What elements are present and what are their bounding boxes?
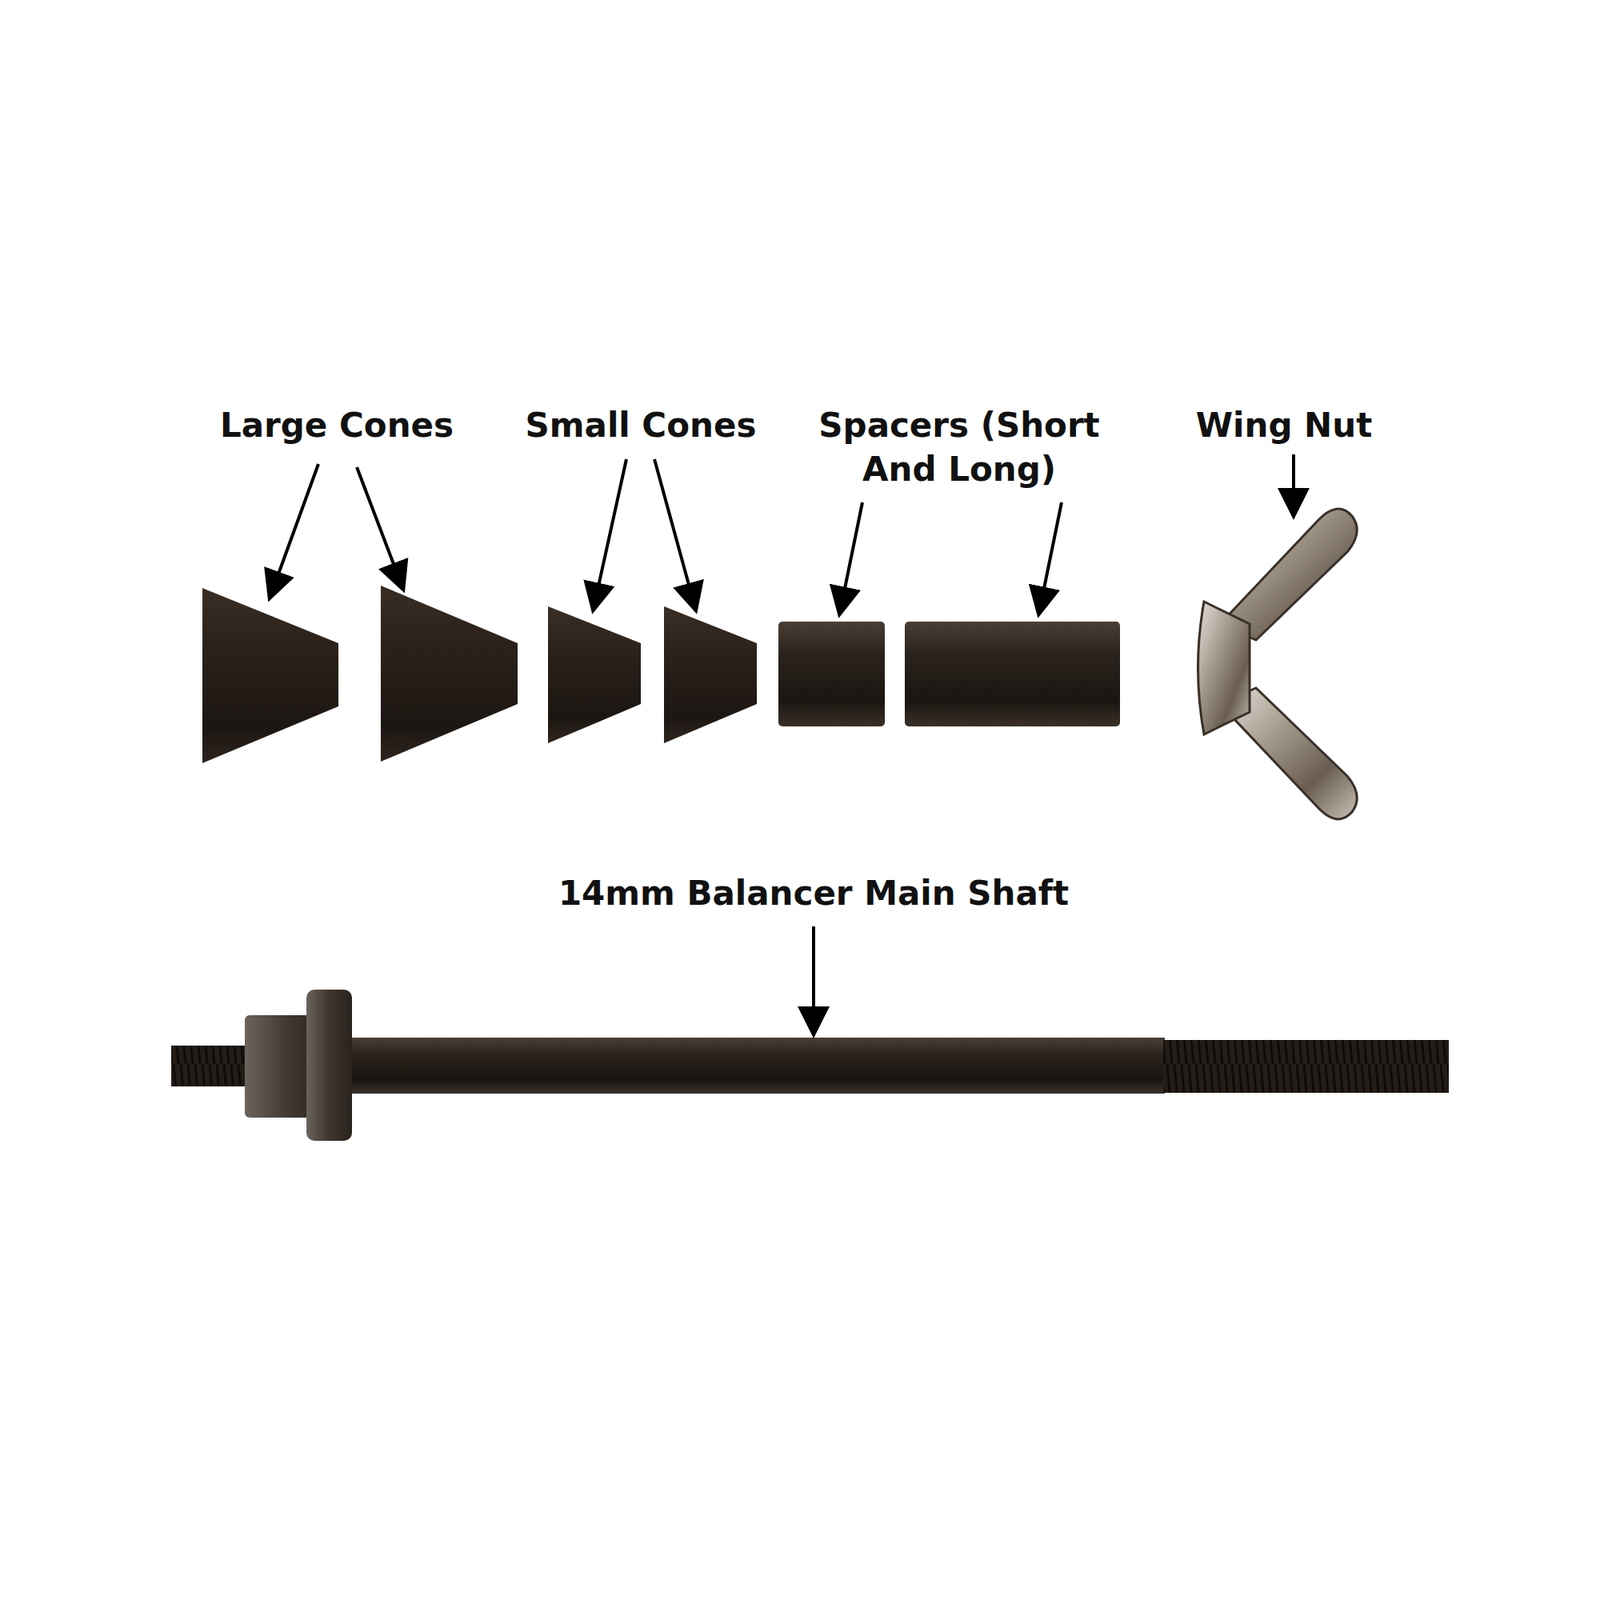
part-label: Spacers (Short And Long) (783, 404, 1136, 492)
short-spacer (778, 621, 885, 727)
small-cone (664, 606, 757, 744)
part-label: Large Cones (220, 404, 454, 448)
leader-arrows (270, 454, 1294, 1032)
main-shaft (171, 989, 1449, 1141)
long-spacer (904, 621, 1120, 727)
part-label: 14mm Balancer Main Shaft (558, 872, 1069, 916)
small-cone (548, 606, 641, 744)
large-cone (380, 585, 518, 762)
large-cone (202, 588, 339, 764)
part-label: Wing Nut (1196, 404, 1372, 448)
wing-nut (1198, 508, 1358, 820)
part-label: Small Cones (525, 404, 757, 448)
